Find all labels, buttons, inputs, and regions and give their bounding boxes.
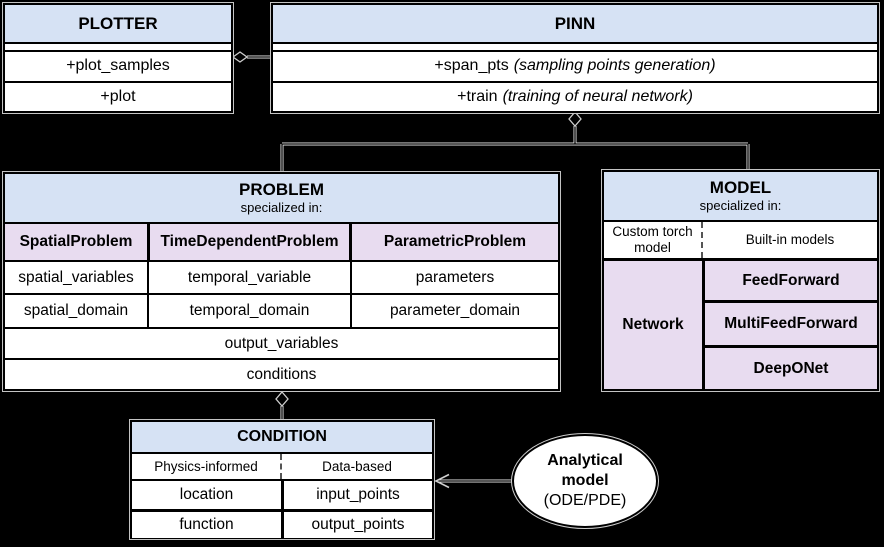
- open-arrowhead-icon: [434, 473, 450, 489]
- subclass-time-dependent-problem: TimeDependentProblem: [150, 224, 349, 260]
- attr-temporal-variable: temporal_variable: [149, 262, 350, 293]
- analytical-model-sublabel: (ODE/PDE): [543, 492, 627, 509]
- model-network: Network: [604, 261, 702, 389]
- plotter-separator-row: [5, 44, 231, 50]
- method-note: (training of neural network): [502, 87, 693, 105]
- problem-header: PROBLEM specialized in:: [5, 174, 558, 222]
- subclass-parametric-problem: ParametricProblem: [352, 224, 558, 260]
- arrow-analytical-condition: [434, 473, 513, 489]
- builtin-models-column: FeedForward MultiFeedForward DeepONet: [705, 261, 877, 389]
- plotter-method-plot-samples: +plot_samples: [5, 52, 231, 81]
- plotter-method-plot: +plot: [5, 83, 231, 111]
- aggregation-plotter-pinn: [231, 51, 271, 63]
- pinn-method-span-pts: +span_pts (sampling points generation): [273, 52, 877, 81]
- plotter-class-box: PLOTTER +plot_samples +plot: [3, 3, 233, 113]
- attr-parameter-domain: parameter_domain: [352, 295, 558, 327]
- attr-spatial-variables: spatial_variables: [5, 262, 147, 293]
- diamond-icon: [275, 391, 289, 407]
- condition-attribute-row: location input_points: [132, 481, 432, 509]
- method-name: +span_pts: [434, 57, 509, 75]
- analytical-model-ellipse: Analytical model (ODE/PDE): [512, 434, 658, 528]
- pinn-method-train: +train (training of neural network): [273, 83, 877, 111]
- attr-temporal-domain: temporal_domain: [149, 295, 350, 327]
- category-built-in-models: Built-in models: [703, 222, 877, 258]
- attr-input-points: input_points: [284, 481, 432, 509]
- category-custom-torch-model: Custom torch model: [604, 222, 703, 258]
- aggregation-problem-condition: [275, 391, 289, 421]
- model-deeponet: DeepONet: [705, 348, 877, 389]
- model-title: MODEL: [709, 178, 772, 198]
- subclass-spatial-problem: SpatialProblem: [5, 224, 147, 260]
- analytical-model-label: Analytical: [547, 452, 623, 469]
- problem-title: PROBLEM: [239, 180, 324, 200]
- category-physics-informed: Physics-informed: [132, 454, 282, 479]
- attr-spatial-domain: spatial_domain: [5, 295, 147, 327]
- method-note: (sampling points generation): [513, 57, 716, 75]
- model-body: Network FeedForward MultiFeedForward Dee…: [604, 261, 877, 389]
- model-multifeedforward: MultiFeedForward: [705, 303, 877, 345]
- model-feedforward: FeedForward: [705, 261, 877, 300]
- diamond-icon: [231, 51, 249, 63]
- condition-category-row: Physics-informed Data-based: [132, 454, 432, 479]
- category-data-based: Data-based: [282, 454, 432, 479]
- analytical-model-label: model: [561, 472, 609, 489]
- condition-attribute-row: function output_points: [132, 512, 432, 538]
- plotter-title: PLOTTER: [5, 5, 231, 42]
- attr-conditions: conditions: [5, 360, 558, 389]
- condition-class-box: CONDITION Physics-informed Data-based lo…: [130, 420, 434, 539]
- attr-output-points: output_points: [284, 512, 432, 538]
- problem-subclass-row: SpatialProblem TimeDependentProblem Para…: [5, 224, 558, 260]
- attr-parameters: parameters: [352, 262, 558, 293]
- problem-attribute-row: spatial_domain temporal_domain parameter…: [5, 295, 558, 327]
- condition-title: CONDITION: [132, 422, 432, 452]
- model-category-row: Custom torch model Built-in models: [604, 222, 877, 258]
- problem-class-box: PROBLEM specialized in: SpatialProblem T…: [3, 172, 560, 391]
- problem-subtitle: specialized in:: [240, 199, 323, 215]
- attr-function: function: [132, 512, 281, 538]
- attr-output-variables: output_variables: [5, 329, 558, 358]
- pinn-separator-row: [273, 44, 877, 50]
- diamond-icon: [568, 111, 582, 127]
- pinn-title: PINN: [273, 5, 877, 42]
- method-name: +train: [457, 87, 498, 105]
- pinn-class-box: PINN +span_pts (sampling points generati…: [271, 3, 879, 113]
- model-subtitle: specialized in:: [699, 197, 782, 213]
- attr-location: location: [132, 481, 281, 509]
- model-header: MODEL specialized in:: [604, 172, 877, 220]
- aggregation-pinn-problem-model: [280, 111, 750, 173]
- model-class-box: MODEL specialized in: Custom torch model…: [602, 170, 879, 391]
- problem-attribute-row: spatial_variables temporal_variable para…: [5, 262, 558, 293]
